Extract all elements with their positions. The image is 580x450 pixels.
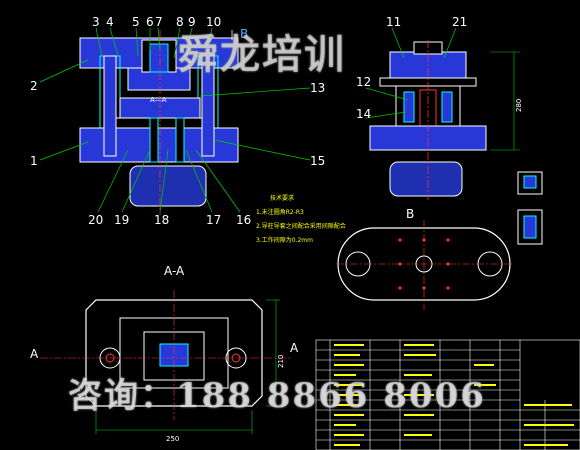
part-label-17: 17 <box>206 213 221 227</box>
part-labels: 2 1 3 4 5 6 7 8 9 10 13 15 16 17 18 19 2… <box>30 15 325 227</box>
part-label-1: 1 <box>30 154 38 168</box>
part-label-7: 7 <box>155 15 163 29</box>
part-label-16: 16 <box>236 213 251 227</box>
part-label-3: 3 <box>92 15 100 29</box>
part-label-20: 20 <box>88 213 103 227</box>
notes-item-1: 1.未注圆角R2-R3 <box>256 208 304 216</box>
part-label-19: 19 <box>114 213 129 227</box>
part-label-12: 12 <box>356 75 371 89</box>
section-mark: A—A <box>150 96 167 104</box>
leaders <box>39 27 311 213</box>
dim-height-side: 280 <box>515 99 523 112</box>
view-b-label: B <box>406 207 414 221</box>
part-label-18: 18 <box>154 213 169 227</box>
part-label-4: 4 <box>106 15 114 29</box>
notes-item-2: 2.导柱导套之间配合采用间隙配合 <box>256 222 346 230</box>
dim-height-plan: 210 <box>277 355 285 368</box>
part-label-14: 14 <box>356 107 371 121</box>
part-label-13: 13 <box>310 81 325 95</box>
part-label-8: 8 <box>176 15 184 29</box>
detail-part <box>517 171 543 245</box>
notes-item-3: 3.工作间隙为0.2mm <box>256 236 313 244</box>
part-label-10: 10 <box>206 15 221 29</box>
part-label-9: 9 <box>188 15 196 29</box>
title-block-fill <box>334 344 574 446</box>
part-label-21: 21 <box>452 15 467 29</box>
watermark-top: 舜龙培训 <box>178 31 346 78</box>
part-label-5: 5 <box>132 15 140 29</box>
cut-label-left: A <box>30 347 39 361</box>
side-view: 280 <box>369 40 523 200</box>
view-b-marker-top: B <box>240 27 248 41</box>
view-b-plate: B <box>336 207 514 310</box>
plan-view: A-A 250 210 A A <box>30 264 299 443</box>
cut-label-right: A <box>290 341 299 355</box>
notes-title: 技术要求 <box>270 194 294 202</box>
side-leaders <box>365 27 457 119</box>
dim-width: 250 <box>166 435 179 443</box>
part-label-11: 11 <box>386 15 401 29</box>
main-assembly: A—A <box>79 30 239 215</box>
part-label-6: 6 <box>146 15 154 29</box>
technical-notes: 技术要求 1.未注圆角R2-R3 2.导柱导套之间配合采用间隙配合 3.工作间隙… <box>256 194 346 244</box>
title-block <box>315 339 580 450</box>
part-label-15: 15 <box>310 154 325 168</box>
watermark-bottom: 咨询：188 8866 8006 <box>68 376 486 416</box>
section-label: A-A <box>164 264 185 278</box>
part-label-2: 2 <box>30 79 38 93</box>
